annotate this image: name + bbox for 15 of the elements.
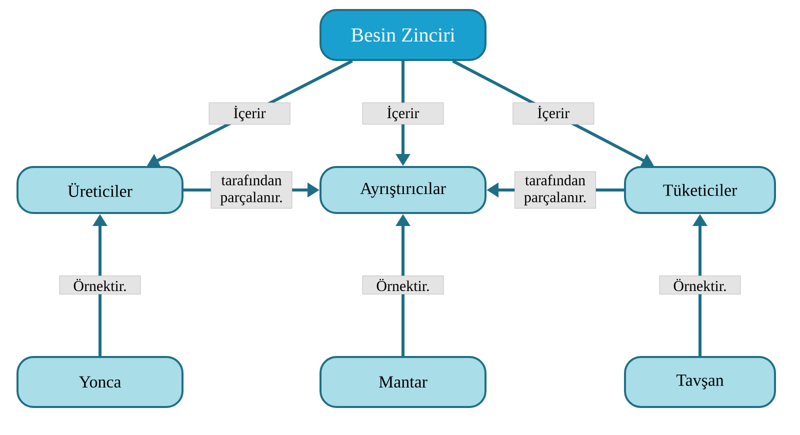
edge-label: tarafından parçalanır. bbox=[210, 171, 292, 209]
edge-label: tarafından parçalanır. bbox=[514, 171, 596, 209]
concept-box: Yonca bbox=[16, 356, 184, 408]
edge-label: İçerir bbox=[362, 102, 444, 124]
edge-label: İçerir bbox=[208, 102, 290, 124]
edge-label: İçerir bbox=[512, 102, 594, 124]
concept-box: Ayrıştırıcılar bbox=[320, 166, 486, 214]
edge-label: Örnektir. bbox=[659, 276, 741, 294]
concept-box: Mantar bbox=[320, 356, 486, 408]
concept-box: Tüketiciler bbox=[624, 166, 776, 214]
concept-box: Üreticiler bbox=[16, 166, 184, 214]
concept-box: Besin Zinciri bbox=[320, 9, 486, 61]
concept-box: Tavşan bbox=[624, 356, 776, 408]
edge-label: Örnektir. bbox=[362, 276, 444, 294]
edge-label: Örnektir. bbox=[59, 276, 141, 294]
